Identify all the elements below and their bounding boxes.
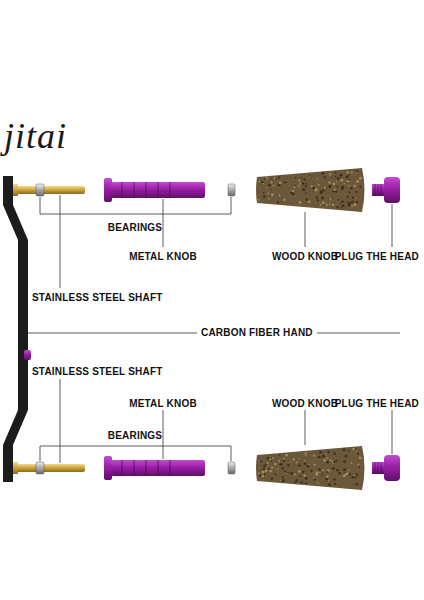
part-label: BEARINGS: [108, 430, 162, 442]
part-label: WOOD KNOB: [272, 251, 338, 263]
part-label: WOOD KNOB: [272, 398, 338, 410]
part-label: STAINLESS STEEL SHAFT: [32, 366, 163, 378]
part-label: STAINLESS STEEL SHAFT: [32, 292, 163, 304]
brand-logo: jitai: [4, 116, 67, 156]
part-label: METAL KNOB: [129, 398, 197, 410]
part-label: CARBON FIBER HAND: [197, 327, 317, 339]
part-label: PLUG THE HEAD: [335, 251, 419, 263]
part-label: PLUG THE HEAD: [335, 398, 419, 410]
part-label: METAL KNOB: [129, 251, 197, 263]
part-label: BEARINGS: [108, 222, 162, 234]
